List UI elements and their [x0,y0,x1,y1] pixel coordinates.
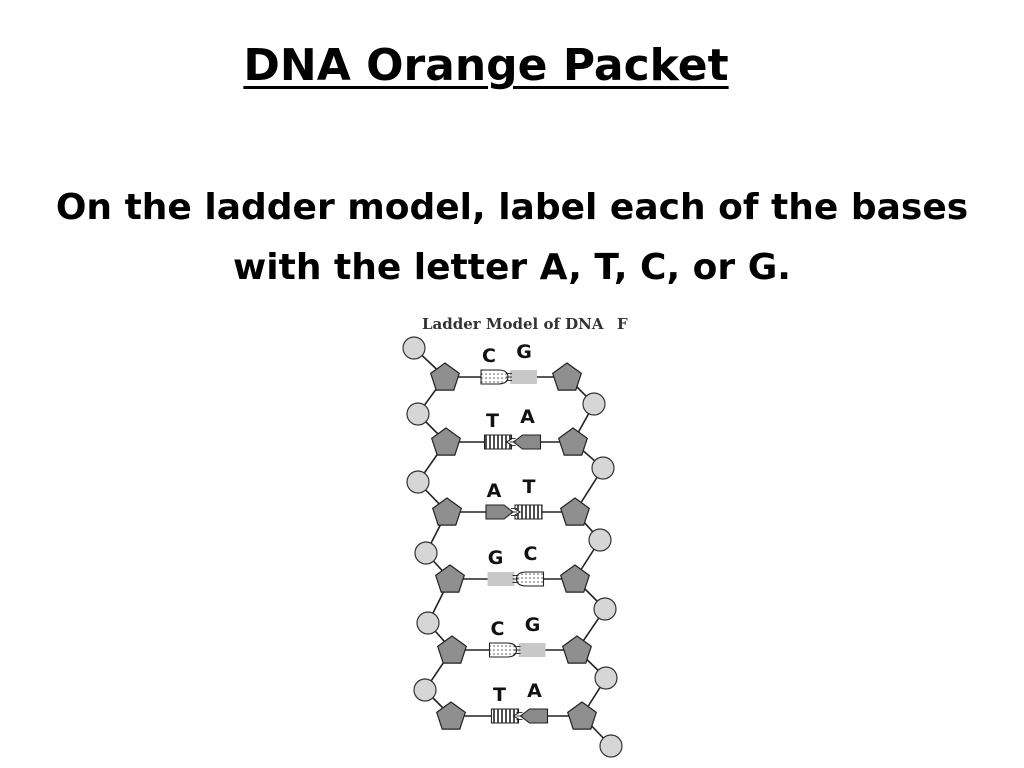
sugar-pentagon-left [435,701,467,730]
base-g-left [487,572,515,586]
sugar-pentagon-right [561,635,593,664]
sugar-pentagon-left [431,497,463,526]
base-t-left [490,708,520,724]
phosphate-circle-right [599,734,623,758]
base-label-left: T [493,684,506,706]
base-label-left: C [491,618,505,640]
base-label-left: T [486,410,499,432]
base-label-right: C [524,543,538,565]
diagram-title: Ladder Model of DNA [422,315,604,333]
base-g-right [510,370,537,384]
phosphate-circle-right [582,392,606,416]
base-label-right: G [516,341,532,363]
nodes-layer [402,336,623,758]
sugar-pentagon-right [557,427,589,456]
phosphate-circle-left [414,541,438,565]
base-label-left: A [487,480,502,502]
phosphate-circle-left [413,678,437,702]
backbone-layer [413,347,612,747]
sugar-pentagon-right [551,362,583,391]
base-g-right [518,643,546,657]
sugar-pentagon-left [429,362,461,391]
phosphate-circle-left [416,611,440,635]
sugar-pentagon-left [436,635,468,664]
base-t-left [483,434,513,450]
phosphate-circle-left [406,402,430,426]
phosphate-circle-right [588,528,612,552]
base-a-left [485,504,514,520]
base-label-right: A [520,406,535,428]
base-label-left: C [482,345,496,367]
sugar-pentagon-left [430,427,462,456]
sugar-pentagon-right [559,497,591,526]
phosphate-circle-left [402,336,426,360]
slide-title: DNA Orange Packet [243,40,729,91]
phosphate-circle-left [406,470,430,494]
phosphate-circle-right [593,597,617,621]
sugar-pentagon-left [434,564,466,593]
base-c-left [480,369,509,385]
base-label-right: G [525,614,541,636]
base-label-left: G [488,547,504,569]
sugar-pentagon-right [566,701,598,730]
sugar-pentagon-right [559,564,591,593]
base-a-right [519,708,549,724]
diagram-title-cutoff: F [617,315,628,333]
base-t-right [514,504,543,520]
instruction-line-2: with the letter A, T, C, or G. [233,247,791,288]
base-a-right [512,434,542,450]
base-c-right [515,571,545,587]
instruction-line-1: On the ladder model, label each of the b… [55,187,969,228]
base-label-right: T [523,476,536,498]
phosphate-circle-right [594,666,618,690]
base-c-left [488,642,518,658]
base-label-right: A [527,680,542,702]
instruction-text: On the ladder model, label each of the b… [20,178,1004,298]
phosphate-circle-right [591,456,615,480]
